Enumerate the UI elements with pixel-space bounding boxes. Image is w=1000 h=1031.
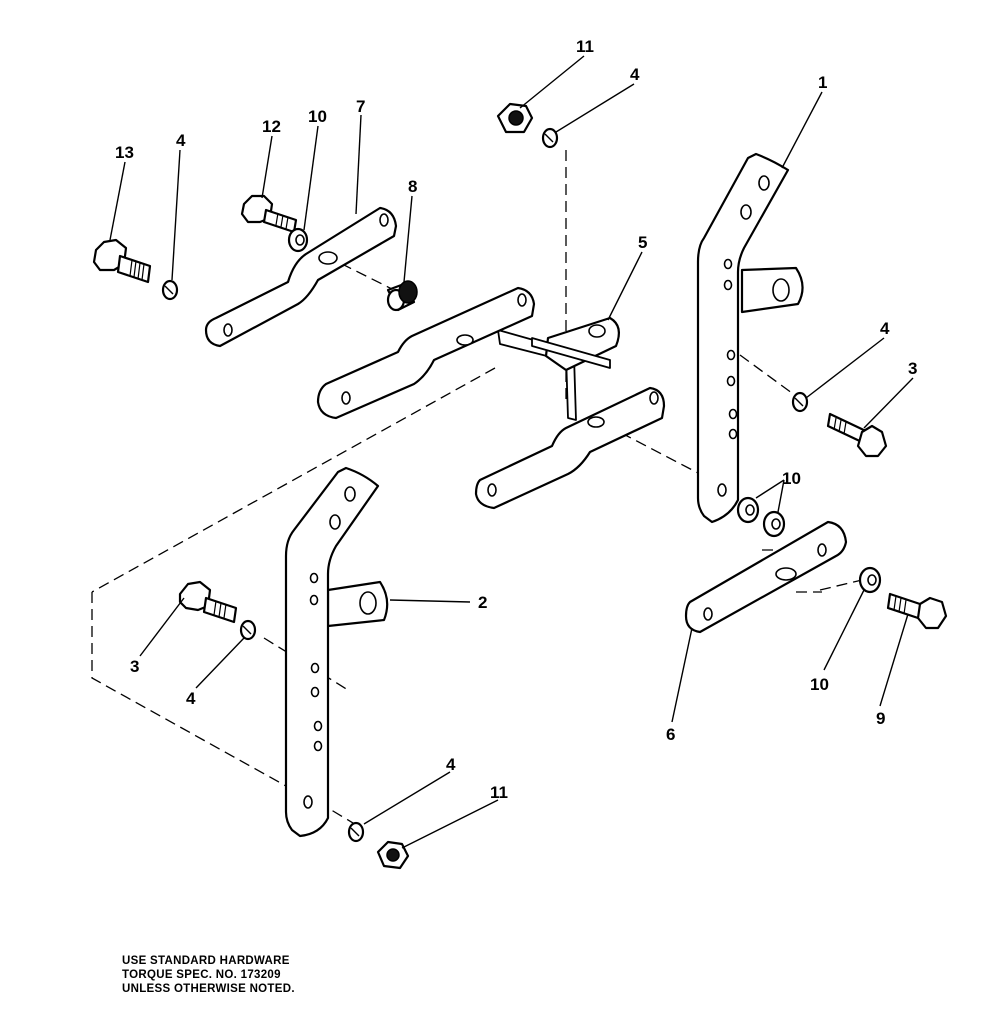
lock-washer-mid-right — [791, 391, 809, 413]
lower-flat-bar — [684, 520, 848, 634]
lock-washer-mid-left — [239, 619, 257, 641]
lock-washer-upper-left — [161, 279, 179, 301]
callout-7: 7 — [356, 97, 365, 116]
callout-4-mid-left: 4 — [186, 689, 196, 708]
callout-11-bottom: 11 — [490, 783, 508, 802]
bolt-12 — [240, 194, 298, 234]
flat-washer-right-a — [736, 496, 760, 524]
callout-10-upper: 10 — [308, 107, 327, 126]
lock-washer-bottom — [347, 821, 365, 843]
callout-6: 6 — [666, 725, 675, 744]
callout-13: 13 — [115, 143, 134, 162]
callout-numbers: 11 4 1 7 10 12 4 13 8 5 4 3 10 2 3 4 10 … — [115, 37, 917, 802]
right-mounting-bracket — [696, 152, 804, 524]
bolt-9 — [886, 592, 948, 630]
lock-washer-top-right — [541, 127, 559, 149]
flat-washer-10-group — [287, 227, 882, 594]
note-line-2: TORQUE SPEC. NO. 173209 — [122, 969, 281, 981]
callout-4-mid-right: 4 — [880, 319, 890, 338]
callout-4-upper-left: 4 — [176, 131, 186, 150]
callout-4-bottom: 4 — [446, 755, 456, 774]
callout-12: 12 — [262, 117, 281, 136]
spacer-bushing — [386, 280, 418, 312]
bolt-3-right — [826, 412, 888, 458]
callout-4-top: 4 — [630, 65, 640, 84]
callout-10-right: 10 — [782, 469, 801, 488]
bolt-3-left — [178, 580, 238, 624]
upper-flat-bar — [204, 206, 398, 348]
flat-washer-upper — [287, 227, 309, 253]
callout-leader-lines — [109, 55, 914, 849]
callout-3-left: 3 — [130, 657, 139, 676]
callout-9: 9 — [876, 709, 885, 728]
flat-washer-lower-right — [858, 566, 882, 594]
flat-washer-right-b — [762, 510, 786, 538]
callout-11-top: 11 — [576, 37, 594, 56]
center-frame-assembly — [316, 286, 666, 510]
bolt-13 — [92, 238, 152, 284]
hardware-note: USE STANDARD HARDWARE TORQUE SPEC. NO. 1… — [122, 955, 295, 995]
left-mounting-bracket — [284, 466, 389, 838]
note-line-3: UNLESS OTHERWISE NOTED. — [122, 983, 295, 995]
nut-11-bottom — [376, 840, 410, 870]
callout-2: 2 — [478, 593, 487, 612]
lock-washer-4-group — [161, 127, 809, 843]
callout-5: 5 — [638, 233, 647, 252]
note-line-1: USE STANDARD HARDWARE — [122, 955, 290, 967]
callout-1: 1 — [818, 73, 827, 92]
callout-10-lower-right: 10 — [810, 675, 829, 694]
nut-11-top — [496, 102, 534, 134]
callout-8: 8 — [408, 177, 417, 196]
callout-3-right: 3 — [908, 359, 917, 378]
